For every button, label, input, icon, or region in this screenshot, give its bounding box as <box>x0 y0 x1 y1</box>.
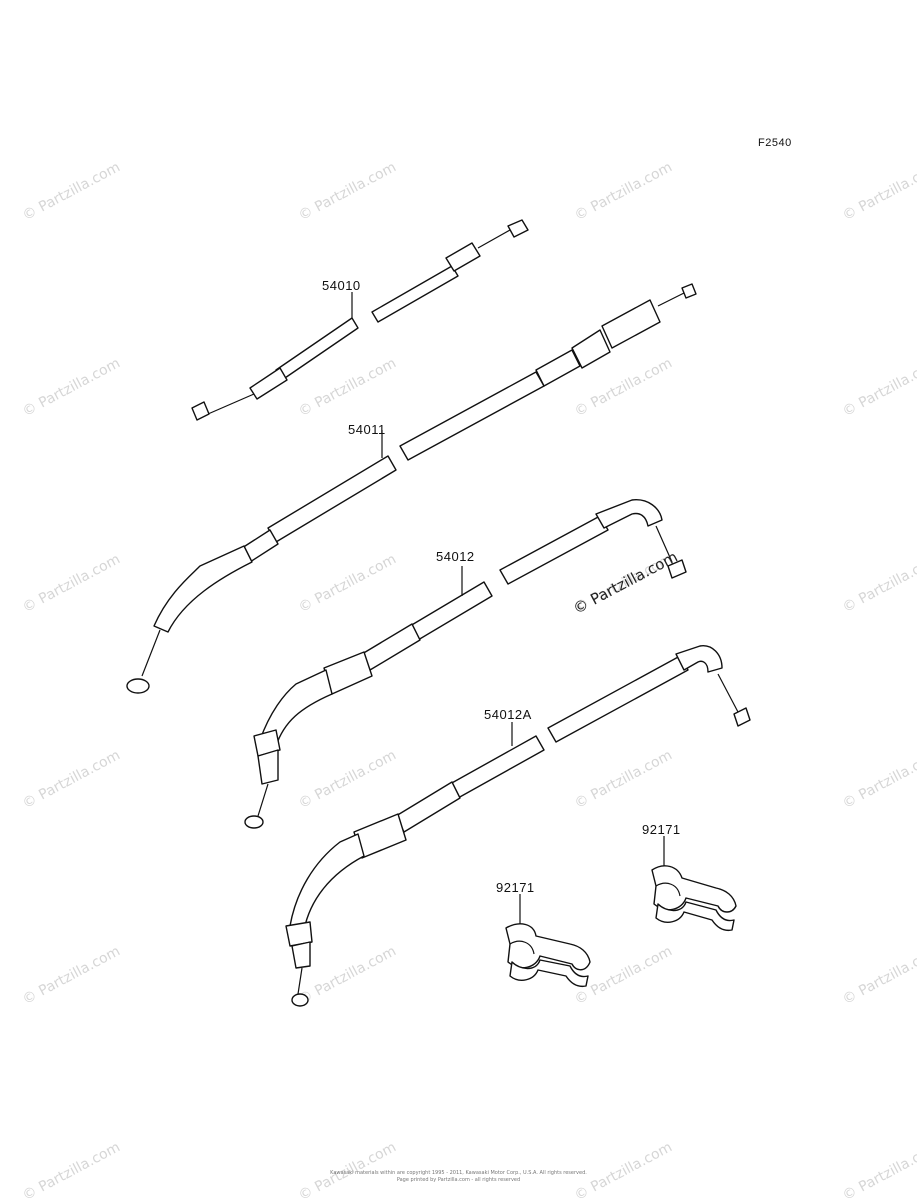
cable-54010 <box>191 219 529 421</box>
callout-54012a[interactable]: 54012A <box>484 707 532 722</box>
callout-54012[interactable]: 54012 <box>436 549 475 564</box>
callout-54011[interactable]: 54011 <box>348 422 386 437</box>
callout-92171-left[interactable]: 92171 <box>496 880 535 895</box>
cable-54011 <box>126 283 697 694</box>
callout-92171-right[interactable]: 92171 <box>642 822 681 837</box>
callout-54010[interactable]: 54010 <box>322 278 361 293</box>
footer-line-2: Page printed by Partzilla.com - all righ… <box>396 1177 521 1183</box>
figure-id: F2540 <box>758 137 792 149</box>
cable-54012a <box>285 645 751 1007</box>
clamp-92171-right <box>651 836 737 932</box>
clamp-92171-left <box>505 894 591 988</box>
footer-copyright: Kawasaki materials within are copyright … <box>0 1170 917 1184</box>
cable-54012 <box>244 499 687 829</box>
footer-line-1: Kawasaki materials within are copyright … <box>330 1170 587 1176</box>
